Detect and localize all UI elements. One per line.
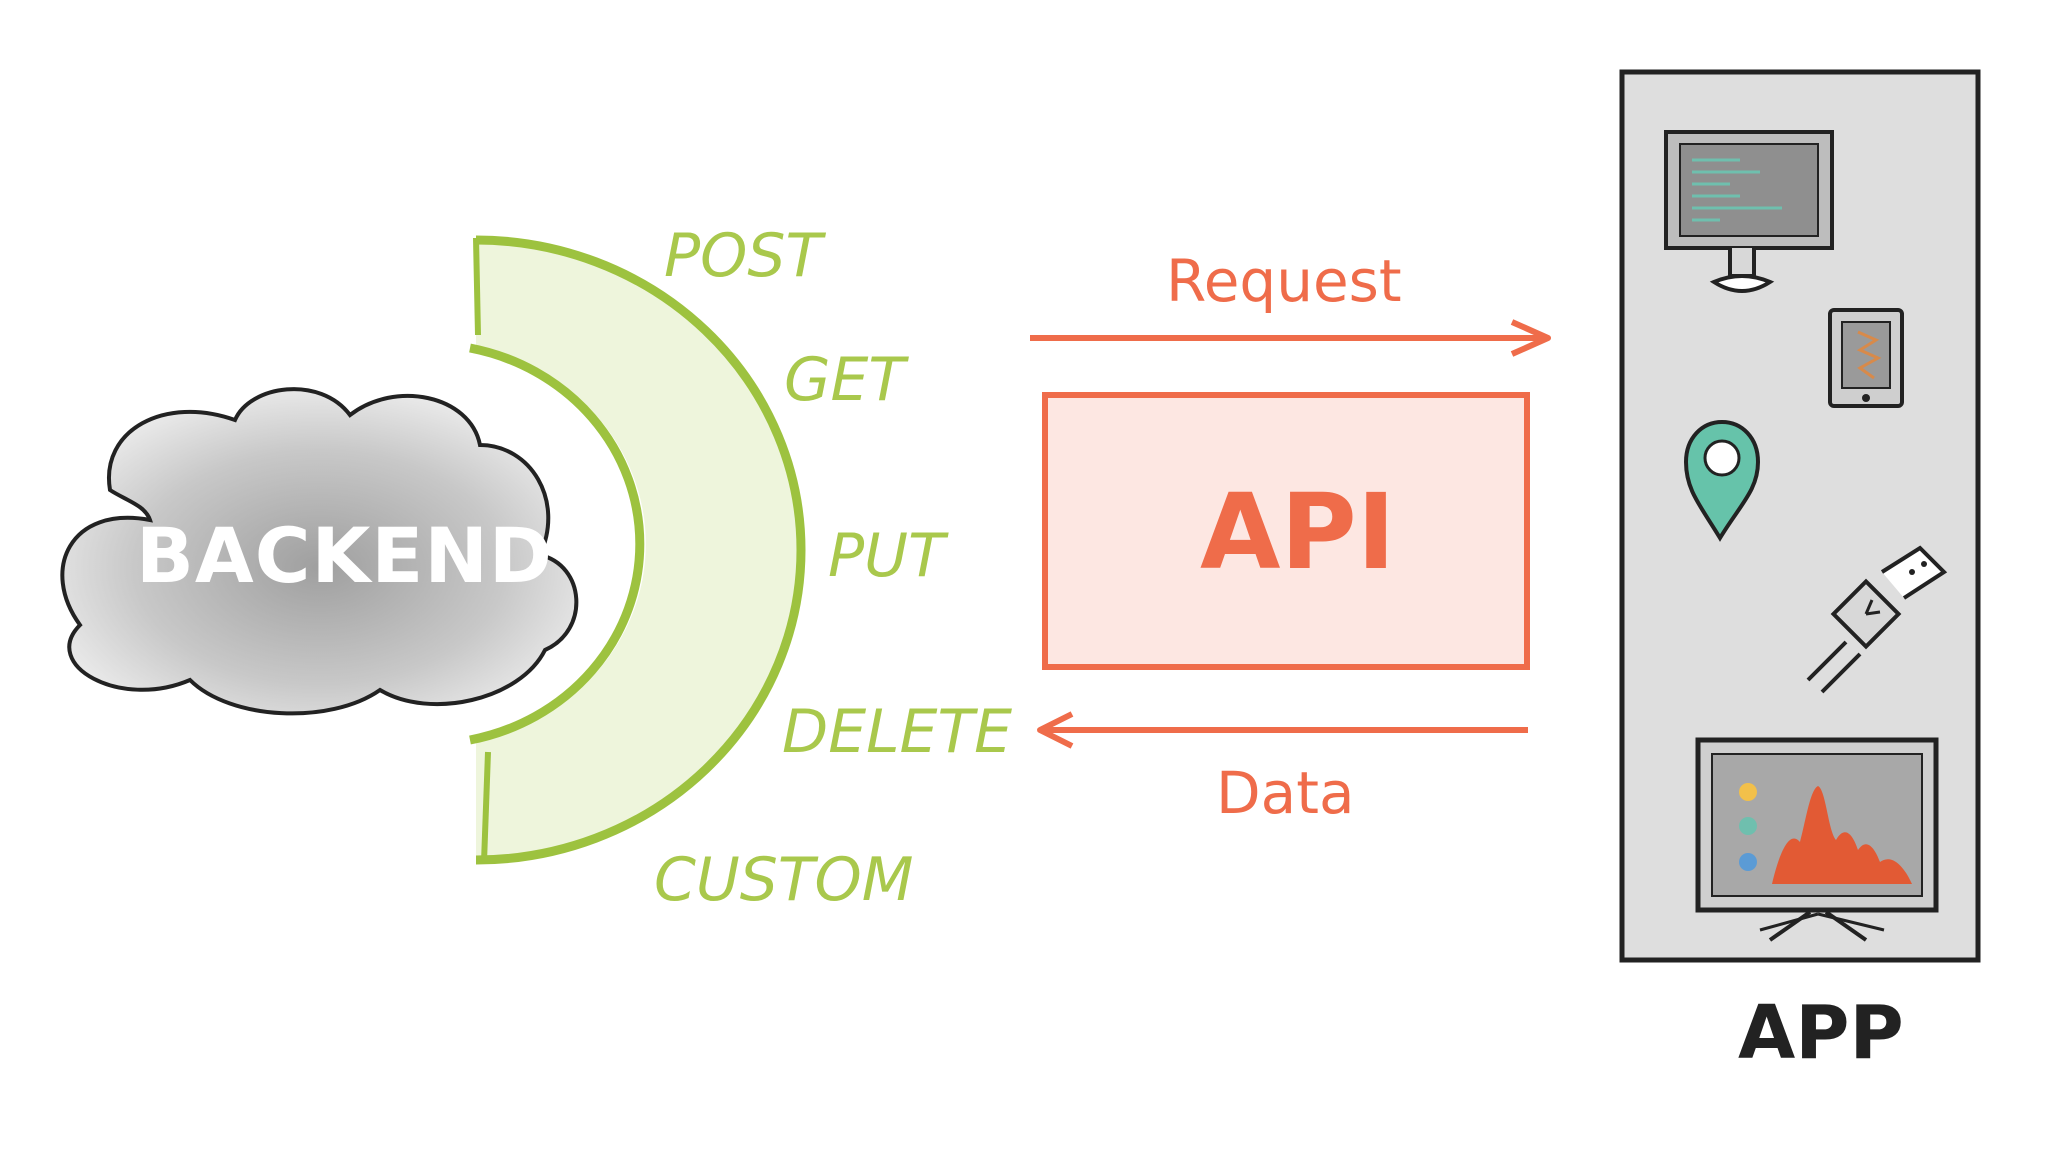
method-delete: DELETE — [782, 697, 1013, 767]
method-put: PUT — [828, 521, 945, 591]
cloud-icon — [60, 387, 579, 716]
api-label: API — [1200, 471, 1396, 593]
smartwatch-icon — [1806, 545, 1948, 694]
map-pin-icon — [1683, 419, 1761, 542]
desktop-monitor-icon — [1664, 130, 1834, 293]
api-box — [1042, 392, 1530, 670]
tablet-icon — [1828, 308, 1904, 408]
method-post: POST — [664, 221, 823, 291]
request-label: Request — [1166, 247, 1402, 315]
http-methods-arc — [469, 235, 806, 865]
backend-label: BACKEND — [136, 511, 554, 600]
method-custom: CUSTOM — [654, 845, 914, 915]
tv-chart-icon — [1695, 737, 1939, 942]
data-arrow — [1037, 711, 1528, 749]
request-arrow — [1030, 319, 1551, 357]
app-label: APP — [1738, 990, 1904, 1076]
data-label: Data — [1216, 759, 1355, 827]
method-get: GET — [784, 345, 906, 415]
